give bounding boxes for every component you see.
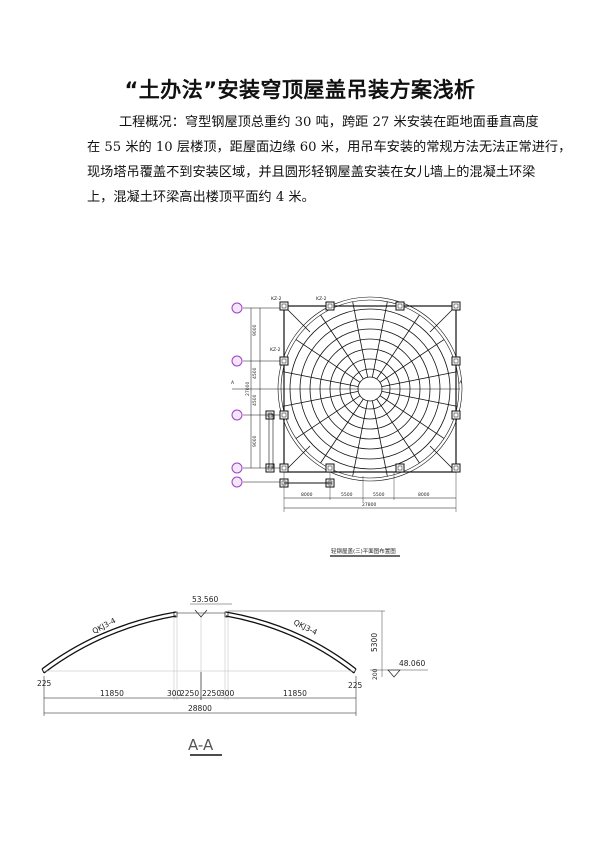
dim-label: 11850: [283, 689, 307, 698]
rise-dim: 5300: [370, 633, 379, 652]
axis-bubble: [231, 302, 243, 314]
column: [279, 463, 289, 473]
column-core: [281, 303, 287, 309]
paragraph-line: 工程概况：穹型钢屋顶总重约 30 吨，跨距 27 米安装在距地面垂直高度: [119, 115, 539, 130]
radial-rib: [320, 398, 364, 464]
column-core: [281, 358, 287, 364]
radial-rib: [371, 301, 388, 378]
dim-label: 4500: [252, 367, 258, 379]
column: [325, 301, 335, 311]
section-drawing: [41, 603, 428, 756]
arch-member: [43, 615, 177, 674]
radial-rib: [376, 398, 420, 464]
column-core: [397, 465, 403, 471]
radial-rib: [376, 314, 420, 380]
radial-rib: [320, 314, 364, 380]
dim-label: 300: [167, 689, 182, 698]
column: [279, 356, 289, 366]
paragraph-line: 在 55 米的 10 层楼顶，距屋面边缘 60 米，用吊车安装的常规方法无法正常…: [87, 140, 572, 155]
radial-rib: [379, 339, 445, 383]
plan-labels: KZ-2 KZ-2 KZ-2 9000 4500 4500 9000 27000…: [231, 296, 463, 555]
column: [325, 463, 335, 473]
axis-bubble: [231, 462, 243, 474]
dim-label: 4500: [252, 394, 258, 406]
edge-dim: 225: [37, 679, 52, 688]
radial-rib: [381, 390, 458, 407]
base-height-dim: 200: [372, 668, 379, 680]
column: [451, 410, 461, 420]
dim-label: 2250: [202, 689, 221, 698]
total-span: 28800: [188, 704, 212, 713]
arch-member: [41, 611, 177, 670]
radial-rib: [295, 339, 361, 383]
dim-label: 300: [220, 689, 235, 698]
plan-caption: 轻钢屋盖(三)平面图布置图: [331, 547, 396, 555]
column-core: [453, 465, 459, 471]
radial-rib: [352, 301, 369, 378]
dim-label: 5500: [373, 492, 385, 498]
column-label: KZ-2: [271, 296, 282, 302]
radial-rib: [352, 400, 369, 477]
roof-plan-drawing: [231, 296, 463, 557]
column-core: [327, 465, 333, 471]
column: [279, 410, 289, 420]
dim-label: 9000: [252, 324, 258, 336]
edge-dim: 225: [348, 681, 363, 690]
dim-label: 5500: [341, 492, 353, 498]
page-title: “土办法”安装穹顶屋盖吊装方案浅析: [124, 78, 476, 102]
axis-bubble: [231, 476, 243, 488]
column: [279, 301, 289, 311]
dim-total: 27000: [245, 382, 251, 396]
column: [451, 463, 461, 473]
dim-label: 2250: [180, 689, 199, 698]
project-overview-paragraph: 工程概况：穹型钢屋顶总重约 30 吨，跨距 27 米安装在距地面垂直高度 在 5…: [87, 110, 572, 210]
radial-rib: [379, 395, 445, 439]
column-core: [453, 303, 459, 309]
section-labels: 53.560 48.060 5300 200 QKJ3-4 QKJ3-4 225…: [37, 595, 425, 754]
radial-rib: [371, 400, 388, 477]
arch-member: [225, 615, 355, 674]
column-core: [397, 303, 403, 309]
radial-rib: [282, 371, 359, 388]
top-elevation: 53.560: [192, 595, 218, 604]
column-label: KZ-2: [316, 296, 327, 302]
member-label: QKJ3-4: [292, 618, 319, 637]
column-core: [281, 412, 287, 418]
paragraph-line: 现场塔吊覆盖不到安装区域，并且圆形轻钢屋盖安装在女儿墙上的混凝土环梁: [87, 165, 536, 180]
column-core: [453, 412, 459, 418]
section-mark: A: [459, 380, 463, 386]
column: [395, 463, 405, 473]
column-core: [281, 465, 287, 471]
column: [451, 301, 461, 311]
dim-label: 9000: [252, 435, 258, 447]
column-core: [327, 303, 333, 309]
dim-label: 8000: [301, 492, 313, 498]
dim-total: 27800: [362, 502, 376, 508]
dim-label: 8000: [418, 492, 430, 498]
arch-member: [225, 611, 357, 670]
column: [395, 301, 405, 311]
dim-label: 11850: [100, 689, 124, 698]
radial-rib: [282, 390, 359, 407]
radial-rib: [381, 371, 458, 388]
section-mark: A: [231, 380, 235, 386]
axis-bubble: [231, 355, 243, 367]
axis-bubble: [231, 409, 243, 421]
column: [451, 356, 461, 366]
paragraph-line: 上，混凝土环梁高出楼顶平面约 4 米。: [87, 190, 315, 205]
column-core: [453, 358, 459, 364]
column-label: KZ-2: [270, 347, 281, 353]
section-title: A-A: [188, 736, 214, 754]
base-elevation: 48.060: [399, 659, 425, 668]
radial-rib: [295, 395, 361, 439]
